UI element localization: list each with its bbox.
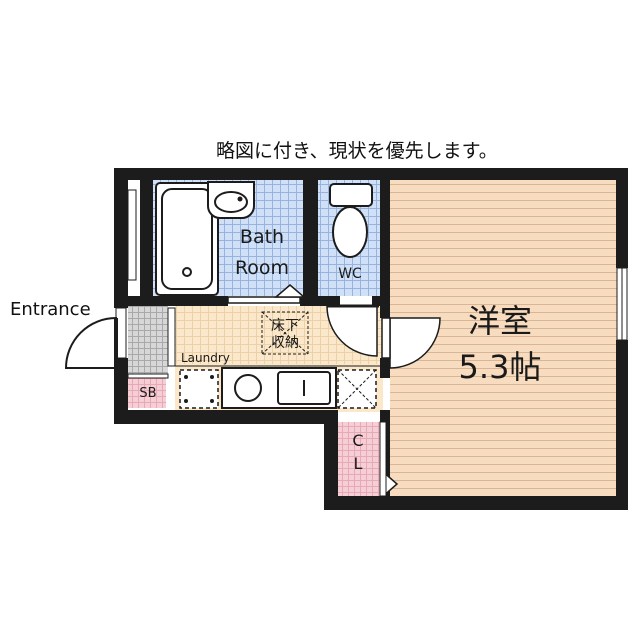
closet-floor	[338, 422, 380, 498]
bathtub	[155, 182, 219, 296]
room-size-label: 5.3帖	[459, 348, 542, 386]
refrigerator-space	[337, 369, 377, 409]
bathroom-door[interactable]	[227, 296, 301, 304]
laundry-label: Laundry	[181, 351, 230, 365]
underfloor-label-line2: 収納	[271, 335, 299, 351]
disclaimer-note: 略図に付き、現状を優先します。	[216, 140, 498, 162]
room-name-label: 洋室	[468, 302, 532, 340]
entrance-door-swing[interactable]	[64, 316, 117, 369]
shoe-box-label: SB	[139, 386, 156, 401]
closet-label-line2: L	[354, 454, 363, 473]
entrance-floor	[128, 306, 168, 374]
underfloor-label-line1: 床下	[271, 318, 299, 334]
room-door-swing[interactable]	[389, 317, 441, 369]
kitchen-counter	[221, 367, 337, 409]
closet-label-line1: C	[352, 431, 363, 450]
walls	[114, 168, 628, 510]
underfloor-storage	[261, 311, 309, 355]
bath-room-label-line2: Room	[235, 257, 289, 279]
wc-door-swing[interactable]	[326, 305, 378, 357]
toilet	[329, 183, 373, 258]
laundry-pan	[179, 369, 219, 409]
entrance-label: Entrance	[10, 299, 91, 320]
wash-basin	[207, 181, 255, 219]
bath-room-label-line1: Bath	[240, 226, 284, 248]
shoe-box-floor	[128, 378, 166, 408]
wc-label: WC	[338, 266, 362, 282]
